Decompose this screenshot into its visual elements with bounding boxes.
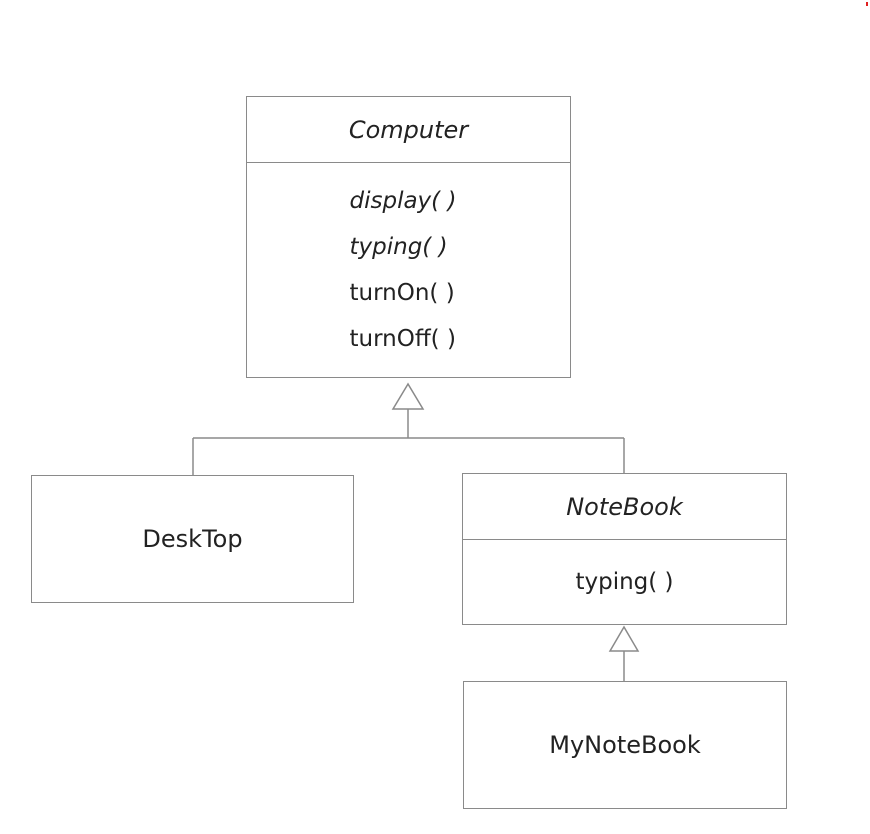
class-mynotebook-name: MyNoteBook: [464, 682, 786, 808]
class-notebook-title: NoteBook: [566, 492, 683, 521]
method-turnon: turnOn( ): [349, 279, 455, 306]
method-notebook-typing: typing( ): [575, 568, 674, 595]
class-notebook-methods: typing( ): [463, 540, 786, 623]
class-notebook: NoteBook typing( ): [462, 473, 787, 625]
class-computer-methods: display( ) typing( ) turnOn( ) turnOff( …: [247, 163, 570, 376]
class-notebook-name: NoteBook: [463, 474, 786, 540]
class-computer: Computer display( ) typing( ) turnOn( ) …: [246, 96, 571, 378]
generalization-arrowhead-computer: [391, 382, 425, 410]
method-typing: typing( ): [349, 233, 448, 260]
method-turnoff: turnOff( ): [349, 325, 456, 352]
class-computer-name: Computer: [247, 97, 570, 163]
method-display: display( ): [349, 187, 457, 214]
class-desktop: DeskTop: [31, 475, 354, 603]
class-mynotebook: MyNoteBook: [463, 681, 787, 809]
generalization-arrowhead-notebook: [608, 625, 640, 652]
class-desktop-name: DeskTop: [32, 476, 353, 602]
class-computer-title: Computer: [348, 115, 469, 144]
corner-mark: [866, 2, 868, 6]
class-mynotebook-title: MyNoteBook: [549, 731, 701, 759]
class-desktop-title: DeskTop: [142, 525, 243, 553]
